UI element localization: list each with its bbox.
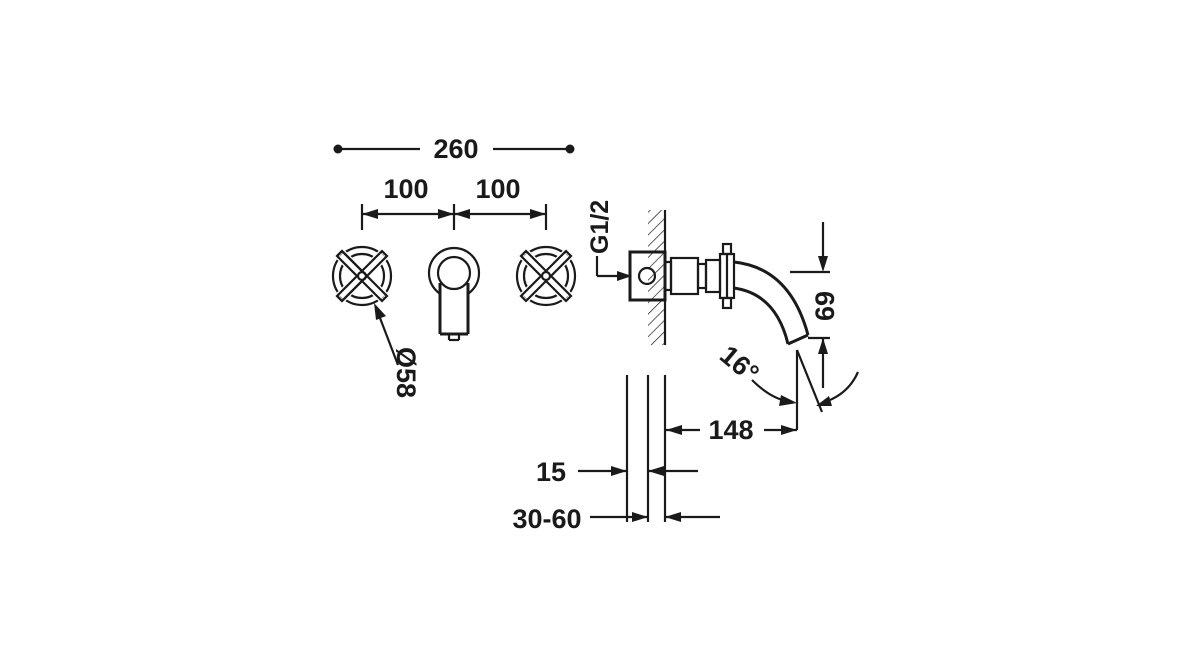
dimension-thread-label: G1/2: [586, 200, 614, 254]
dimension-69-label: 69: [810, 291, 840, 321]
valve-body-side: [628, 242, 736, 310]
dimension-30-60-label: 30-60: [512, 504, 581, 534]
dimension-angle-label: 16°: [714, 340, 765, 389]
dimension-30-60: 30-60: [512, 504, 720, 534]
dimension-thread-g12: G1/2: [586, 200, 632, 281]
dimension-diameter-58-label: Ø58: [391, 347, 421, 398]
dimension-148: 148: [666, 415, 797, 445]
left-cross-handle: [331, 245, 393, 307]
dimension-diameter-58: Ø58: [374, 303, 421, 398]
dimension-100-right-label: 100: [475, 174, 520, 204]
dimension-100-left-label: 100: [383, 174, 428, 204]
dimension-15: 15: [536, 457, 698, 487]
right-cross-handle: [515, 245, 577, 307]
center-spout-front: [427, 246, 481, 342]
wall-section: [648, 210, 667, 345]
dimension-15-label: 15: [536, 457, 566, 487]
dimension-69: 69: [790, 222, 840, 388]
wall-extension-lines: [625, 375, 667, 522]
curved-spout-side: [733, 260, 810, 346]
dimension-260-label: 260: [433, 134, 478, 164]
dimension-260: 260: [333, 134, 575, 164]
dimension-100-pair: 100 100: [360, 174, 548, 230]
dimension-148-label: 148: [708, 415, 753, 445]
